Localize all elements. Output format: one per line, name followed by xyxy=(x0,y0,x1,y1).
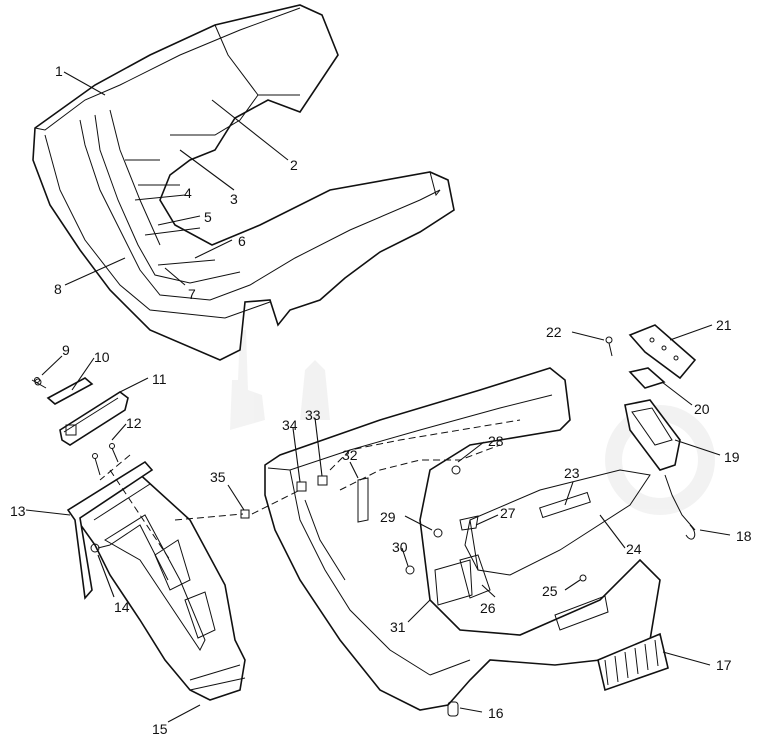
callout-33: 33 xyxy=(305,407,321,423)
upper-seat-cover xyxy=(32,4,455,361)
callout-10: 10 xyxy=(94,349,110,365)
screw-22 xyxy=(605,336,613,357)
lamp-housing-19 xyxy=(624,399,681,471)
screw-9 xyxy=(34,377,40,383)
callout-13: 13 xyxy=(10,503,26,519)
screw-14 xyxy=(90,543,111,553)
callout-30: 30 xyxy=(392,539,408,555)
callout-26: 26 xyxy=(480,600,496,616)
callout-2: 2 xyxy=(290,157,298,173)
callout-18: 18 xyxy=(736,528,752,544)
callout-20: 20 xyxy=(694,401,710,417)
wire-18 xyxy=(664,474,696,540)
rail-13 xyxy=(66,460,154,600)
callout-25: 25 xyxy=(542,583,558,599)
callout-11: 11 xyxy=(152,371,167,387)
leader-lines xyxy=(25,71,731,723)
screw-29 xyxy=(433,528,443,538)
bracket-11 xyxy=(31,377,129,446)
callout-27: 27 xyxy=(500,505,516,521)
callout-labels: 1 2 3 4 5 6 7 8 9 10 11 12 13 14 15 16 1… xyxy=(10,63,752,737)
lens-20 xyxy=(628,367,666,389)
screw-30 xyxy=(405,565,415,575)
callout-8: 8 xyxy=(54,281,62,297)
callout-16: 16 xyxy=(488,705,504,721)
callout-34: 34 xyxy=(282,417,298,433)
callout-32: 32 xyxy=(342,447,358,463)
callout-12: 12 xyxy=(126,415,142,431)
side-panel-15 xyxy=(68,469,246,701)
callout-23: 23 xyxy=(564,465,580,481)
callout-17: 17 xyxy=(716,657,732,673)
cap-21 xyxy=(628,324,697,380)
clip-27 xyxy=(459,515,479,531)
callout-15: 15 xyxy=(152,721,168,737)
grille-17 xyxy=(597,632,669,692)
callout-9: 9 xyxy=(62,342,70,358)
callout-28: 28 xyxy=(488,433,504,449)
clip-34 xyxy=(296,481,307,492)
clip-33 xyxy=(317,475,328,486)
callout-7: 7 xyxy=(188,286,196,302)
callout-3: 3 xyxy=(230,191,238,207)
lower-body-shell xyxy=(264,367,661,711)
grommet-16 xyxy=(447,701,459,717)
callout-24: 24 xyxy=(626,541,642,557)
callout-21: 21 xyxy=(716,317,732,333)
hardware-group xyxy=(34,377,587,717)
callout-22: 22 xyxy=(546,324,562,340)
screw-25 xyxy=(579,574,587,582)
screws-12 xyxy=(92,443,119,476)
callout-4: 4 xyxy=(184,185,192,201)
callout-19: 19 xyxy=(724,449,740,465)
callout-31: 31 xyxy=(390,619,406,635)
callout-14: 14 xyxy=(114,599,130,615)
grommet-28 xyxy=(451,465,461,475)
callout-5: 5 xyxy=(204,209,212,225)
callout-6: 6 xyxy=(238,233,246,249)
assembly-lines xyxy=(99,454,301,561)
callout-29: 29 xyxy=(380,509,396,525)
callout-35: 35 xyxy=(210,469,226,485)
callout-1: 1 xyxy=(55,63,63,79)
